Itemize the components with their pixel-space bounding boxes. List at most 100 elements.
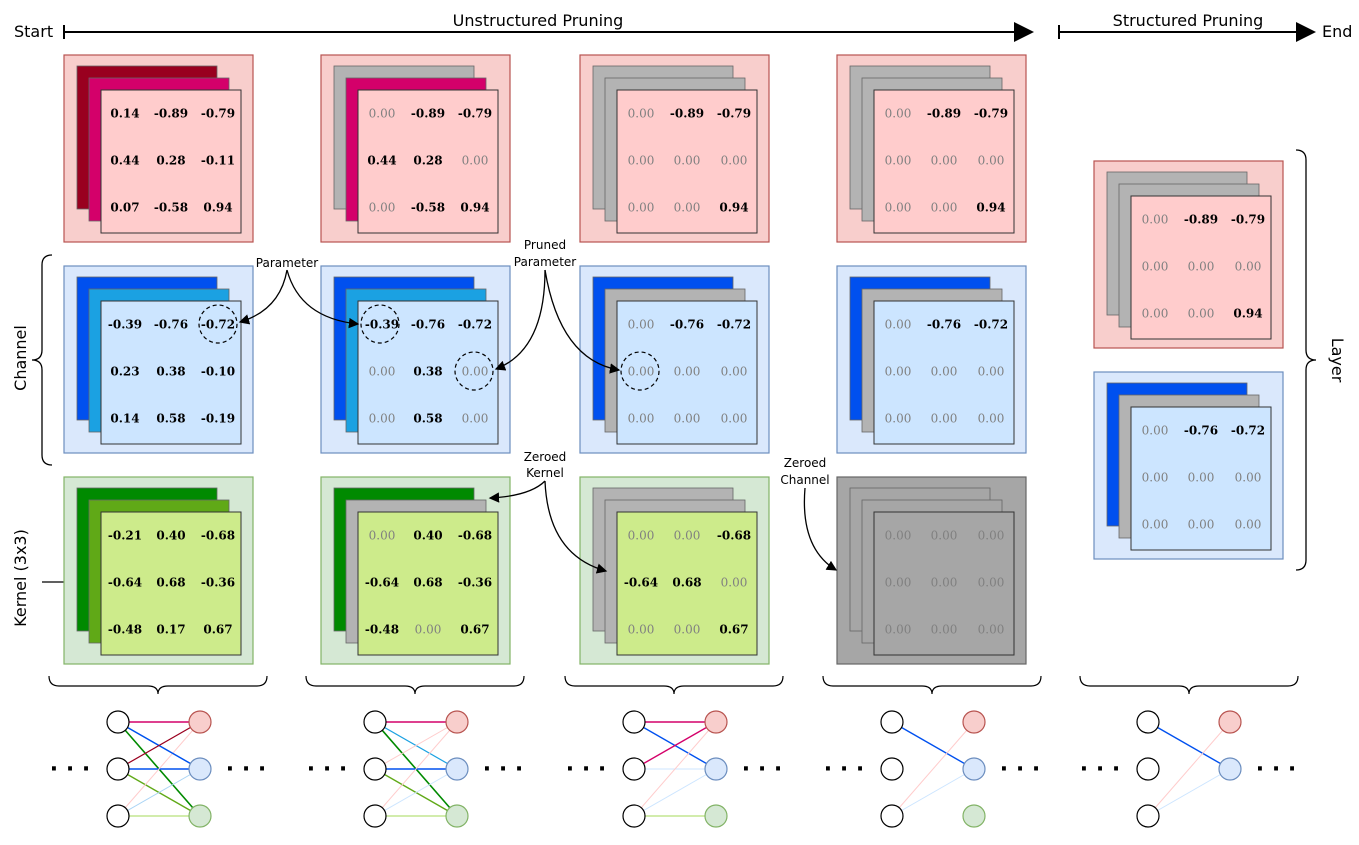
matrix-cell: -0.76	[411, 318, 445, 332]
matrix-cell: 0.67	[203, 623, 232, 637]
input-neuron	[880, 710, 904, 734]
matrix-cell: 0.00	[721, 576, 748, 590]
matrix-cell: -0.68	[458, 529, 492, 543]
matrix-cell: 0.00	[369, 529, 396, 543]
channel-label: Channel	[11, 325, 30, 391]
matrix-cell: 0.00	[674, 623, 701, 637]
matrix-cell: 0.00	[721, 365, 748, 379]
input-neuron	[1136, 710, 1160, 734]
matrix-cell: -0.48	[365, 623, 399, 637]
input-neuron	[106, 710, 130, 734]
matrix-cell: 0.00	[721, 154, 748, 168]
matrix-cell: -0.72	[974, 318, 1008, 332]
network-brace	[564, 675, 784, 695]
green-kernel-matrix	[100, 511, 242, 656]
matrix-cell: -0.89	[1184, 213, 1218, 227]
matrix-cell: 0.07	[110, 201, 139, 215]
matrix-cell: 0.00	[369, 201, 396, 215]
network-brace	[1079, 675, 1299, 695]
matrix-cell: -0.68	[201, 529, 235, 543]
matrix-cell: 0.00	[674, 154, 701, 168]
network-stage-3: · · ·· · ·	[566, 710, 782, 828]
matrix-cell: 0.17	[156, 623, 185, 637]
matrix-cell: 0.00	[462, 154, 489, 168]
input-neuron	[622, 710, 646, 734]
matrix-cell: -0.10	[201, 365, 235, 379]
matrix-cell: -0.79	[1231, 213, 1265, 227]
matrix-cell: 0.00	[1142, 260, 1169, 274]
zeroed-channel-annotation-line1: Zeroed	[784, 456, 827, 470]
matrix-cell: -0.79	[974, 107, 1008, 121]
matrix-cell: -0.58	[154, 201, 188, 215]
matrix-cell: 0.00	[674, 365, 701, 379]
kernel-label: Kernel (3x3)	[11, 529, 30, 627]
matrix-cell: 0.94	[976, 201, 1005, 215]
output-neuron-blue	[704, 757, 728, 781]
ellipsis-left: · · ·	[307, 757, 347, 782]
matrix-cell: 0.00	[369, 412, 396, 426]
matrix-cell: 0.00	[978, 365, 1005, 379]
matrix-cell: 0.00	[628, 623, 655, 637]
matrix-cell: 0.00	[885, 576, 912, 590]
network-brace	[48, 675, 268, 695]
matrix-cell: 0.28	[156, 154, 185, 168]
parameter-annotation: Parameter	[256, 256, 318, 270]
matrix-cell: -0.64	[624, 576, 658, 590]
network-stage-1: · · ·· · ·	[50, 710, 266, 828]
ellipsis-left: · · ·	[1080, 757, 1120, 782]
matrix-cell: 0.00	[931, 154, 958, 168]
input-neuron	[1136, 757, 1160, 781]
matrix-cell: -0.79	[458, 107, 492, 121]
matrix-cell: -0.39	[365, 318, 399, 332]
matrix-cell: -0.11	[201, 154, 235, 168]
matrix-cell: 0.00	[931, 412, 958, 426]
red-kernel-matrix	[616, 89, 758, 234]
matrix-cell: 0.00	[1235, 518, 1262, 532]
layer-brace	[1295, 149, 1317, 571]
matrix-cell: 0.68	[156, 576, 185, 590]
network-edge	[1147, 721, 1231, 770]
green-kernel-matrix	[873, 511, 1015, 656]
matrix-cell: -0.76	[927, 318, 961, 332]
matrix-cell: 0.44	[110, 154, 139, 168]
matrix-cell: 0.67	[719, 623, 748, 637]
network-edge	[1147, 768, 1231, 817]
network-edge	[117, 721, 201, 770]
matrix-cell: 0.00	[628, 529, 655, 543]
matrix-cell: 0.00	[978, 412, 1005, 426]
network-edge	[891, 721, 975, 770]
ellipsis-right: · · ·	[226, 757, 266, 782]
matrix-cell: -0.36	[458, 576, 492, 590]
network-edge	[374, 721, 458, 770]
input-neuron	[363, 757, 387, 781]
end-label: End	[1322, 22, 1352, 41]
matrix-cell: -0.72	[201, 318, 235, 332]
zeroed-kernel-annotation-line2: Kernel	[526, 466, 564, 480]
ellipsis-right: · · ·	[483, 757, 523, 782]
network-stage-5: · · ·· · ·	[1080, 710, 1296, 828]
matrix-cell: 0.68	[413, 576, 442, 590]
matrix-cell: 0.28	[413, 154, 442, 168]
matrix-cell: 0.00	[1188, 260, 1215, 274]
matrix-cell: 0.68	[672, 576, 701, 590]
start-label: Start	[14, 22, 53, 41]
red-kernel-matrix	[1130, 195, 1272, 340]
matrix-cell: -0.68	[717, 529, 751, 543]
matrix-cell: -0.76	[154, 318, 188, 332]
output-neuron-red	[962, 710, 986, 734]
blue-kernel-matrix	[873, 300, 1015, 445]
matrix-cell: -0.58	[411, 201, 445, 215]
blue-kernel-matrix	[1130, 406, 1272, 551]
matrix-cell: 0.00	[369, 107, 396, 121]
channel-brace	[31, 254, 53, 466]
ellipsis-right: · · ·	[742, 757, 782, 782]
network-edge	[633, 721, 717, 817]
output-neuron-red	[445, 710, 469, 734]
matrix-cell: 0.00	[1188, 518, 1215, 532]
matrix-cell: 0.23	[110, 365, 139, 379]
